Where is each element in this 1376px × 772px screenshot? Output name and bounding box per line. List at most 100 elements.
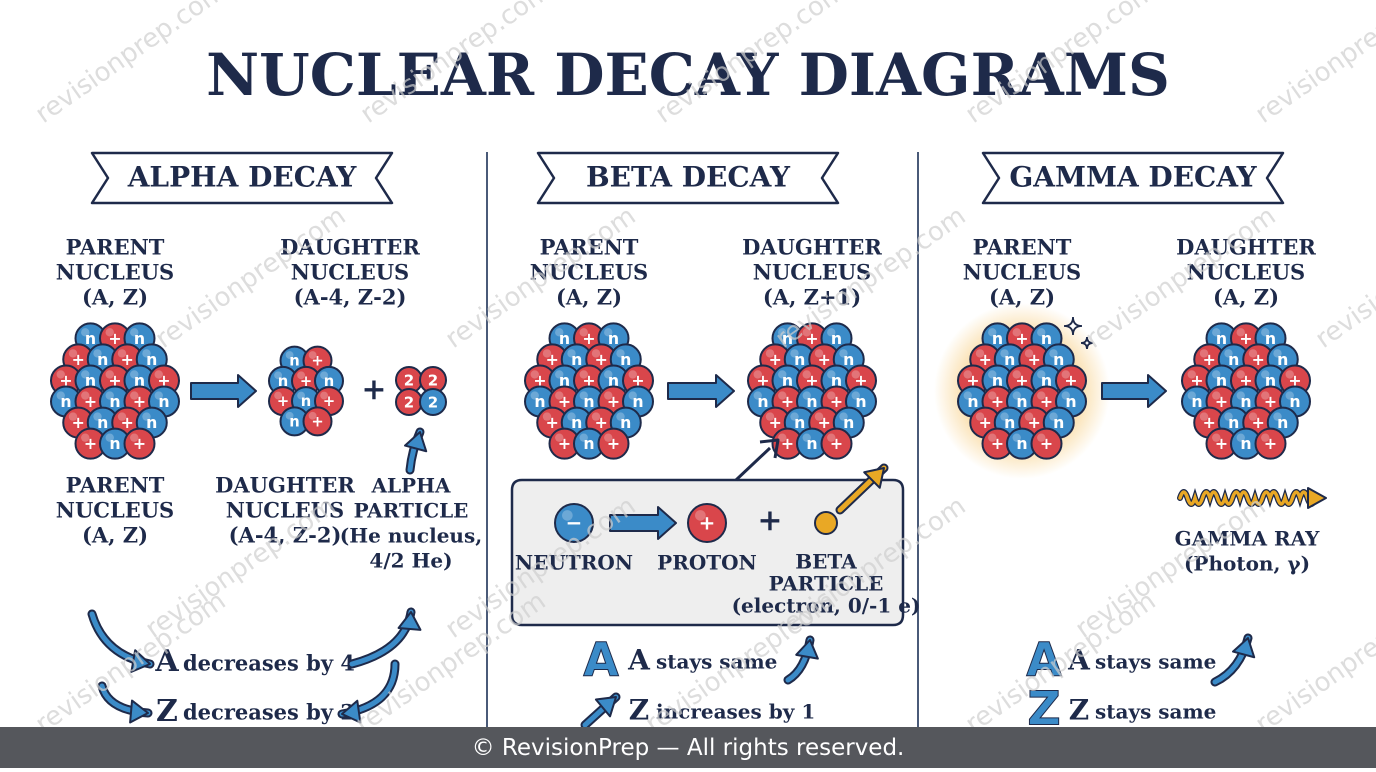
nucleon-highlight <box>778 370 787 379</box>
arrow-head <box>129 699 149 724</box>
nucleon-highlight <box>790 349 799 358</box>
nucleon-highlight <box>56 391 65 400</box>
nucleon-symbol: n <box>1216 329 1227 348</box>
nucleon-symbol: + <box>818 413 831 432</box>
nucleon-symbol: n <box>1265 329 1276 348</box>
nucleon-highlight <box>778 391 787 400</box>
nucleon-symbol: + <box>991 434 1004 453</box>
nucleon-symbol: n <box>1041 371 1052 390</box>
neutron-ball: n <box>796 427 828 460</box>
nucleon-highlight <box>81 433 90 442</box>
proton-ball: + <box>820 427 853 460</box>
gamma-wave-icon <box>1178 490 1317 506</box>
arrow-head <box>863 467 885 489</box>
nucleon-symbol: + <box>582 329 595 348</box>
nucleon-highlight <box>1024 349 1034 358</box>
nucleon-circle <box>820 427 853 460</box>
nucleon-circle <box>419 388 447 416</box>
nucleon-highlight <box>297 391 306 400</box>
beta-callout-line <box>734 446 772 482</box>
nucleon-highlight <box>555 391 564 400</box>
nucleon-circle <box>123 427 156 460</box>
nucleon-symbol: + <box>699 511 716 535</box>
nucleon-symbol: n <box>278 373 288 390</box>
alpha-decay-banner: ALPHA DECAY <box>127 161 358 194</box>
beta-electron <box>814 511 838 535</box>
nucleon-symbol: n <box>146 350 157 369</box>
nucleon-highlight <box>591 412 601 421</box>
gamma-ray-label-line-2: (Photon, γ) <box>1184 552 1310 576</box>
nucleon-symbol: n <box>559 371 570 390</box>
nucleon-symbol: + <box>300 373 312 390</box>
nucleon-highlight <box>1248 412 1258 421</box>
nucleon-symbol: n <box>324 373 334 390</box>
nucleon-highlight <box>778 328 787 337</box>
nucleon-highlight <box>154 391 163 400</box>
beta-rule-a-letter: A <box>627 644 651 677</box>
nucleon-symbol: + <box>805 329 818 348</box>
nucleon-highlight <box>542 412 552 421</box>
nucleon-symbol: n <box>1216 371 1227 390</box>
nucleon-highlight <box>988 328 997 337</box>
nucleon-highlight <box>1012 391 1021 400</box>
gamma-daughter-top-label-line-3: (A, Z) <box>1213 285 1279 310</box>
nucleon-highlight <box>154 370 163 379</box>
nucleon-symbol: + <box>1215 434 1228 453</box>
nucleon-highlight <box>555 433 564 442</box>
alpha-particle-label-line-3: (He nucleus, <box>340 524 482 548</box>
nucleon-highlight <box>56 370 65 379</box>
nucleon-symbol: n <box>831 371 842 390</box>
beta-arrow <box>667 374 735 408</box>
nucleon-symbol: + <box>781 434 794 453</box>
nucleon-highlight <box>1236 391 1245 400</box>
nucleon-highlight <box>142 412 151 421</box>
nucleon-highlight <box>963 370 972 379</box>
nucleon-highlight <box>130 370 139 379</box>
nucleon-highlight <box>1261 370 1270 379</box>
nucleon-highlight <box>988 370 997 379</box>
nucleon-symbol: n <box>85 329 96 348</box>
nucleon-symbol: + <box>582 371 595 390</box>
nucleon-symbol: n <box>1016 434 1027 453</box>
nucleon-symbol: + <box>1015 371 1028 390</box>
nucleon-symbol: n <box>632 392 643 411</box>
nucleon-symbol: + <box>979 350 992 369</box>
nucleon-symbol: + <box>558 434 571 453</box>
beta-particle-label-line-3: (electron, 0/-1 e) <box>732 594 921 618</box>
nucleon-symbol: + <box>979 413 992 432</box>
nucleon-symbol: n <box>831 329 842 348</box>
nucleon-circle <box>1254 427 1287 460</box>
proton-ball: + <box>1254 427 1287 460</box>
nucleon-symbol: n <box>1004 350 1015 369</box>
nucleon-symbol: + <box>805 371 818 390</box>
nucleon-highlight <box>1061 370 1070 379</box>
nucleon-highlight <box>1199 349 1209 358</box>
nucleon-symbol: n <box>794 350 805 369</box>
nucleon-symbol: + <box>966 371 979 390</box>
nucleon-highlight <box>1012 433 1021 442</box>
nucleon-symbol: n <box>134 329 145 348</box>
alpha-daughter-top-label-line-3: (A-4, Z-2) <box>294 285 407 310</box>
nucleon-highlight <box>68 349 78 358</box>
nucleon-symbol: n <box>289 353 299 370</box>
nucleon-symbol: + <box>558 392 571 411</box>
alpha-curved-arrow <box>337 659 400 724</box>
nucleon-symbol: + <box>1252 350 1265 369</box>
gamma-decay-banner: GAMMA DECAY <box>1009 161 1257 194</box>
nucleon-symbol: + <box>1264 434 1277 453</box>
nucleon-symbol: + <box>84 392 97 411</box>
nucleon-symbol: + <box>1288 371 1301 390</box>
nucleon-symbol: + <box>769 350 782 369</box>
nucleon-highlight <box>778 433 787 442</box>
sparkle-icon <box>1080 336 1094 350</box>
nucleon-highlight <box>604 433 613 442</box>
nucleon-symbol: n <box>782 329 793 348</box>
nucleon-symbol: + <box>1203 350 1216 369</box>
nucleon-symbol: n <box>1053 413 1064 432</box>
gamma-parent-top-label-line-2: NUCLEUS <box>963 260 1081 285</box>
nucleon-highlight <box>1037 328 1046 337</box>
nucleon-highlight <box>1187 391 1196 400</box>
nucleon-highlight <box>839 412 848 421</box>
nucleon-highlight <box>142 349 151 358</box>
